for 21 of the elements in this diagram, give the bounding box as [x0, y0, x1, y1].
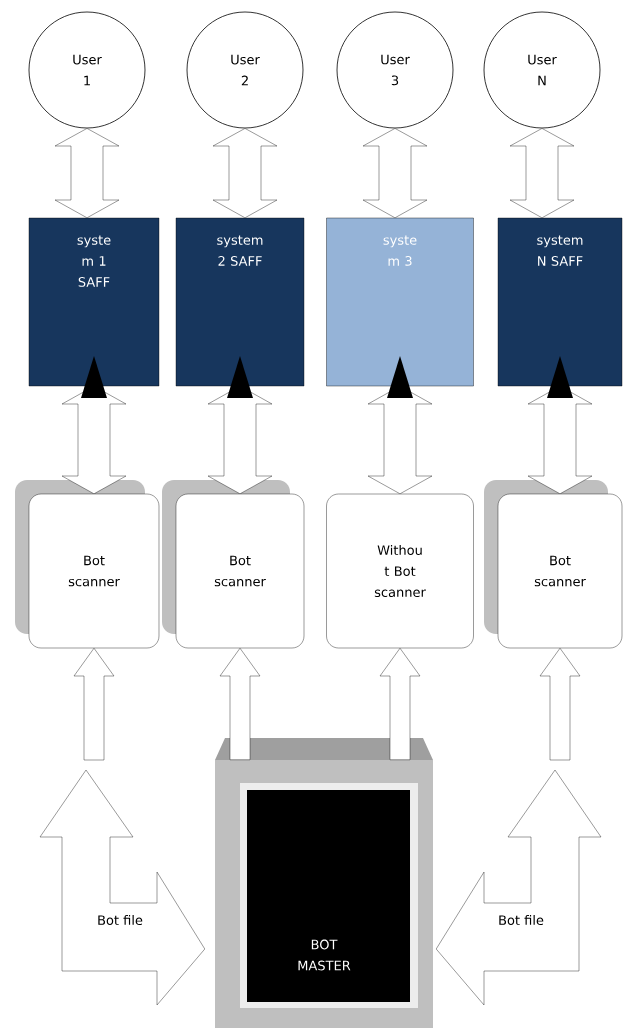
block-arrow	[379, 648, 421, 760]
scanner-box: Bot scanner	[15, 480, 160, 649]
scanner-box: Bot scanner	[484, 480, 623, 649]
server-drawing: BOT MASTER	[215, 738, 433, 1028]
system-box: syste m 1 SAFF	[28, 217, 160, 387]
bent-block-arrow	[39, 769, 205, 1006]
block-arrow	[212, 128, 278, 218]
edge-label: Bot file	[98, 915, 143, 926]
bent-block-arrow	[436, 769, 602, 1006]
block-arrow	[73, 648, 115, 761]
scanner-box: Withou t Bot scanner	[326, 493, 474, 649]
system-box: system N SAFF	[497, 217, 623, 387]
system-box: system 2 SAFF	[175, 217, 305, 387]
block-arrow	[509, 128, 575, 218]
scanner-box: Bot scanner	[162, 480, 305, 649]
edge-label: Bot file	[499, 915, 544, 926]
block-arrow	[362, 128, 428, 218]
block-arrow	[219, 648, 261, 760]
block-arrow	[539, 648, 581, 761]
system-box: syste m 3	[326, 217, 474, 387]
block-arrow	[54, 128, 120, 218]
